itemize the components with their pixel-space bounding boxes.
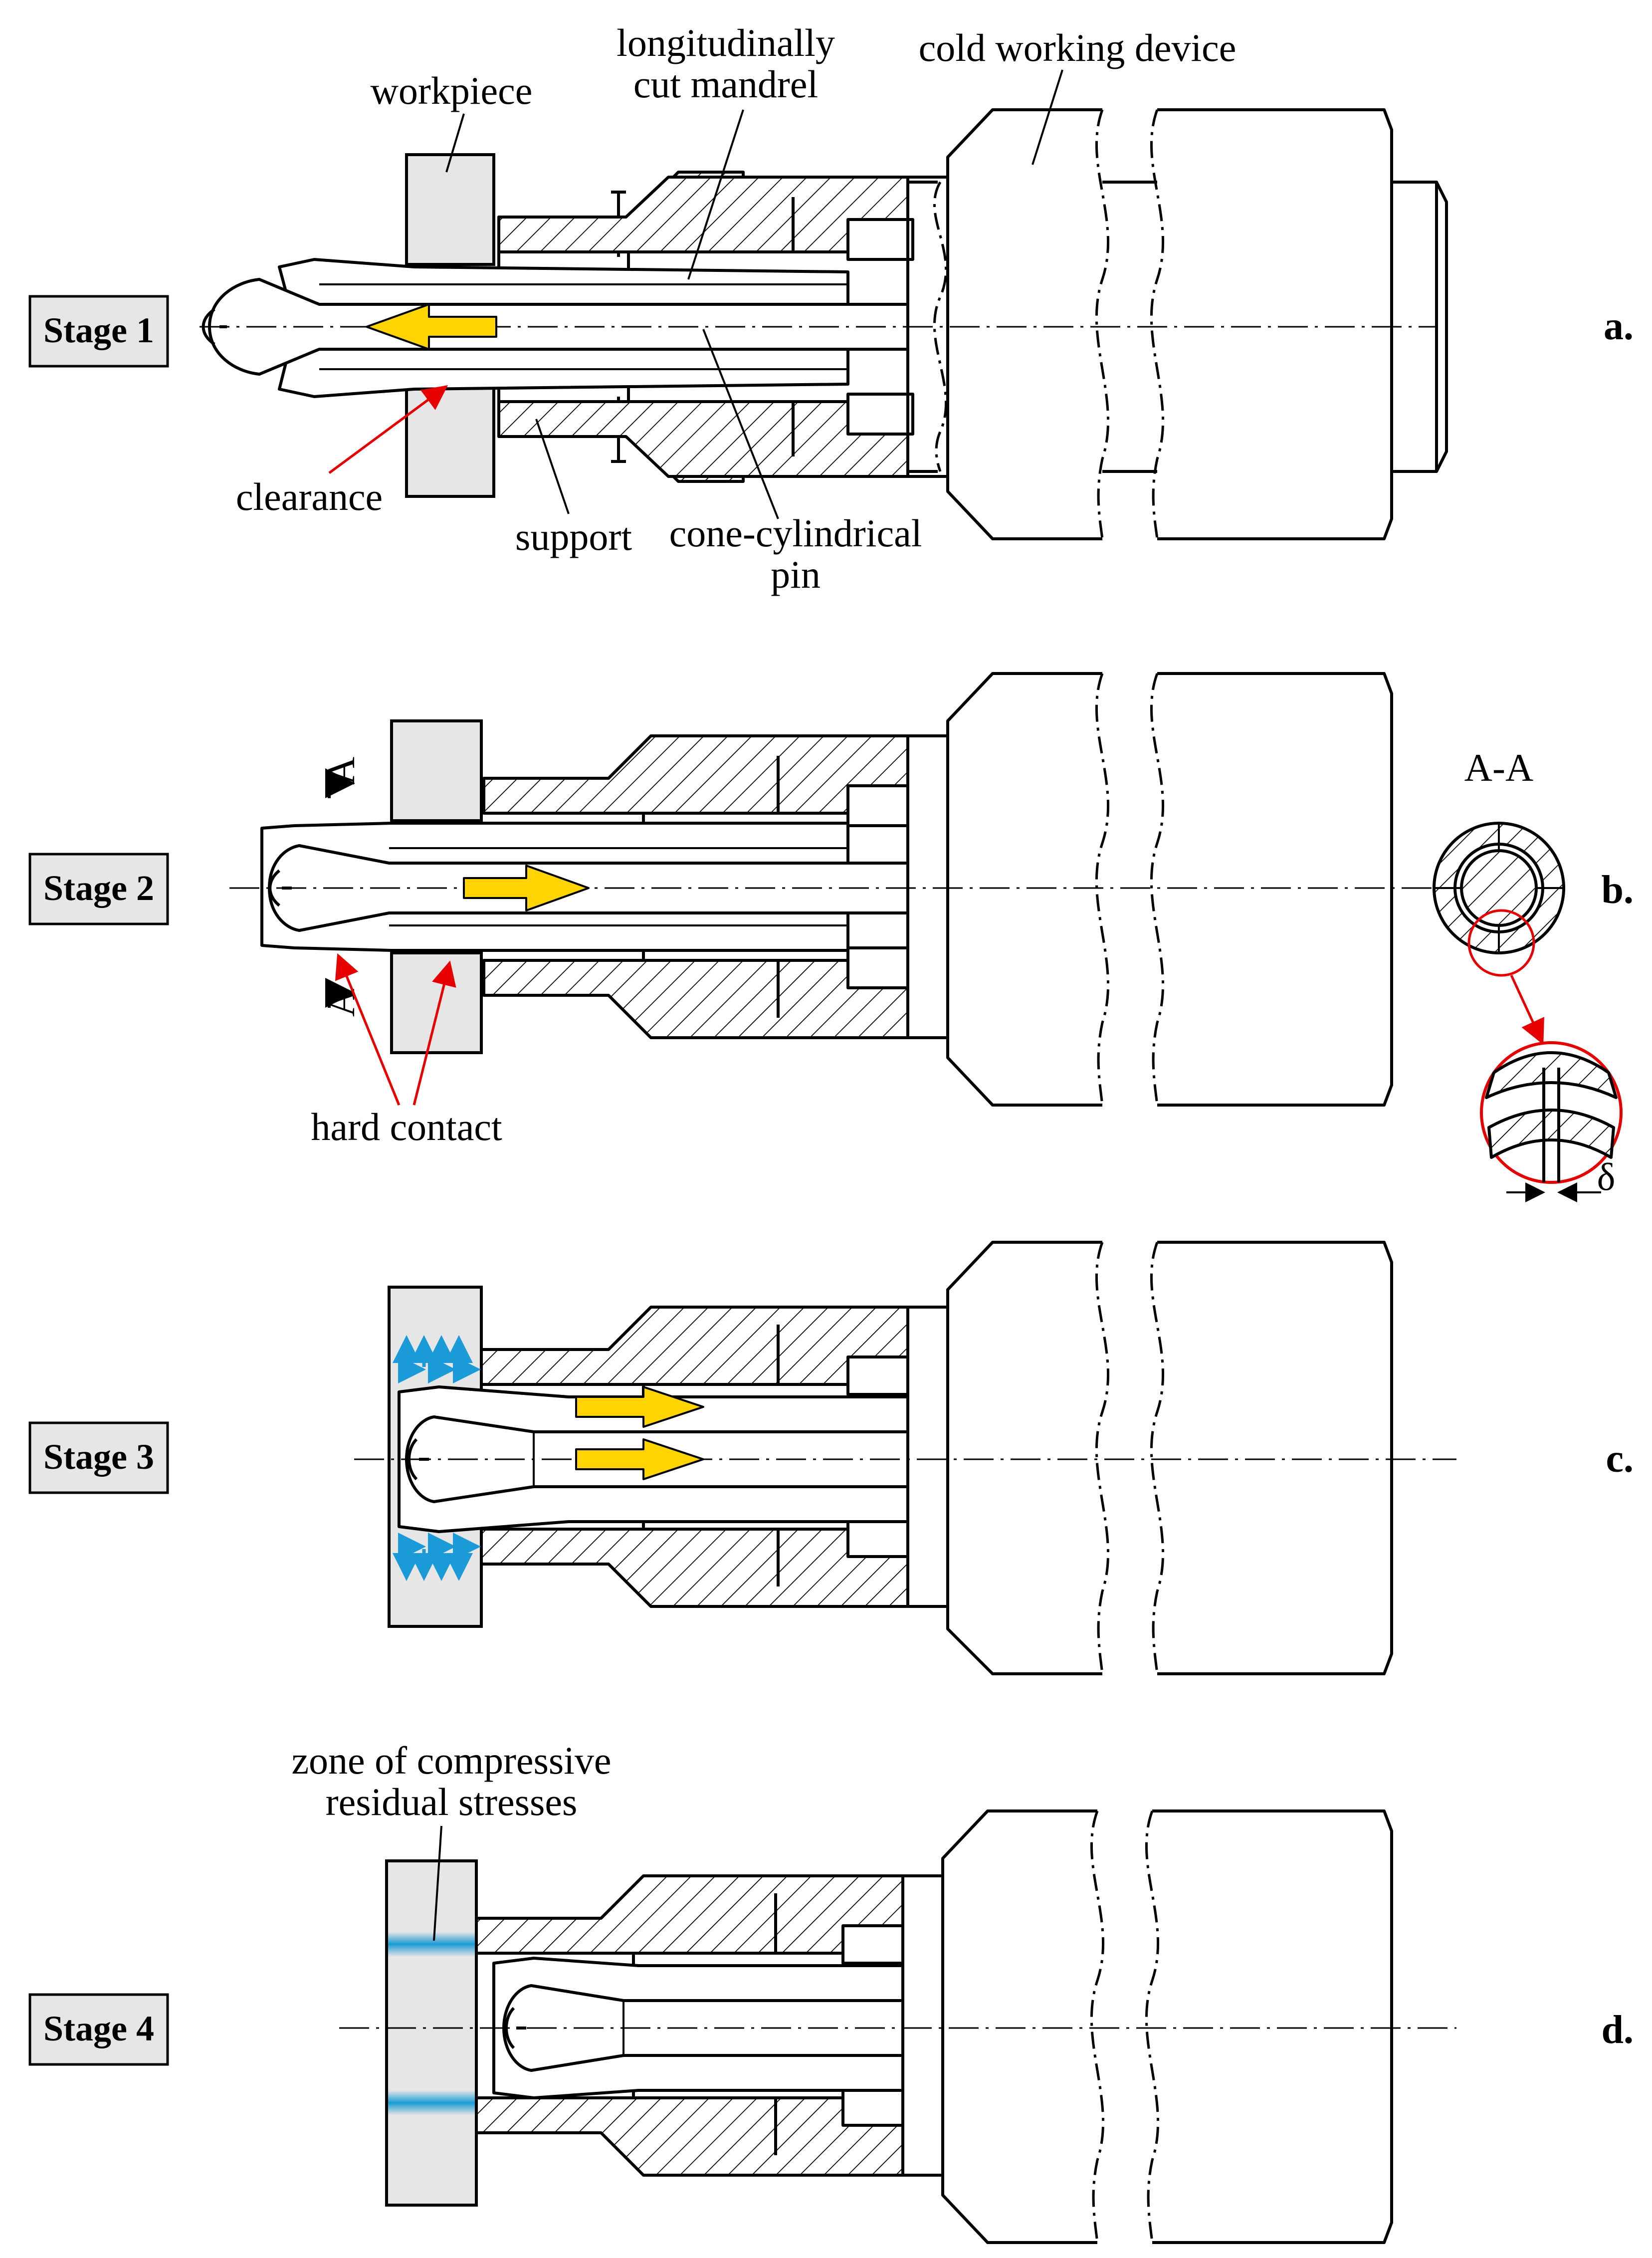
clearance-label: clearance — [236, 475, 383, 518]
section-mark-bottom: A — [319, 989, 363, 1017]
panel-letter-c: c. — [1606, 1437, 1634, 1481]
support-label: support — [515, 515, 632, 558]
cross-section-aa — [1433, 822, 1565, 954]
stage-2-panel: Stage 2 b. A A — [28, 672, 1634, 1202]
device-body-3 — [946, 1241, 1102, 1675]
stage-3-label: Stage 3 — [43, 1437, 154, 1477]
stress-zone-lower — [388, 2090, 475, 2115]
stage-1-label-box — [28, 295, 169, 368]
stress-zone-upper — [388, 1932, 475, 1957]
radial-stress-arrows-lower — [393, 1533, 481, 1581]
stage-3-label-box — [28, 1421, 169, 1494]
pin-label-line2: pin — [771, 553, 821, 596]
stage-1-label: Stage 1 — [43, 310, 154, 350]
workpiece-1-lower — [405, 385, 495, 498]
zone-label-line2: residual stresses — [326, 1780, 578, 1823]
device-body-2 — [946, 672, 1102, 1107]
mandrel-motion-arrow-3 — [575, 1386, 704, 1428]
workpiece-label: workpiece — [371, 69, 533, 112]
pin-motion-arrow-3 — [575, 1438, 704, 1480]
mandrel-label-line1: longitudinally — [617, 21, 835, 64]
pin-label-line1: cone-cylindrical — [669, 511, 922, 555]
stage-2-label: Stage 2 — [43, 868, 154, 908]
workpiece-4 — [385, 1859, 478, 2207]
stage-4-label-box — [28, 1993, 169, 2066]
section-mark-top: A — [319, 757, 363, 785]
delta-label: δ — [1597, 1155, 1616, 1198]
stage-3-panel: Stage 3 c. — [28, 1241, 1634, 1675]
workpiece-1-upper — [405, 153, 495, 266]
device-body-4 — [941, 1809, 1097, 2244]
pin-motion-arrow-2 — [463, 865, 590, 911]
mandrel-label-line2: cut mandrel — [633, 62, 818, 106]
stage-1-panel: Stage 1 a. workpiece l — [28, 21, 1634, 596]
workpiece-2-lower — [390, 951, 483, 1054]
workpiece-2-upper — [390, 719, 483, 822]
hard-contact-label: hard contact — [311, 1105, 502, 1148]
stage-4-label: Stage 4 — [43, 2009, 154, 2048]
panel-letter-b: b. — [1602, 868, 1634, 912]
zone-label-line1: zone of compressive — [291, 1739, 611, 1782]
device-label: cold working device — [919, 26, 1237, 69]
detail-zoom — [1480, 1041, 1623, 1184]
pin-motion-arrow-1 — [366, 303, 497, 350]
radial-stress-arrows-upper — [393, 1335, 481, 1383]
section-aa-label: A-A — [1464, 746, 1534, 789]
device-body-1 — [946, 108, 1102, 540]
stage-2-label-box — [28, 853, 169, 925]
panel-letter-d: d. — [1602, 2008, 1634, 2052]
panel-letter-a: a. — [1604, 304, 1634, 348]
stage-4-panel: Stage 4 d. zone of compressive residual … — [28, 1739, 1634, 2244]
